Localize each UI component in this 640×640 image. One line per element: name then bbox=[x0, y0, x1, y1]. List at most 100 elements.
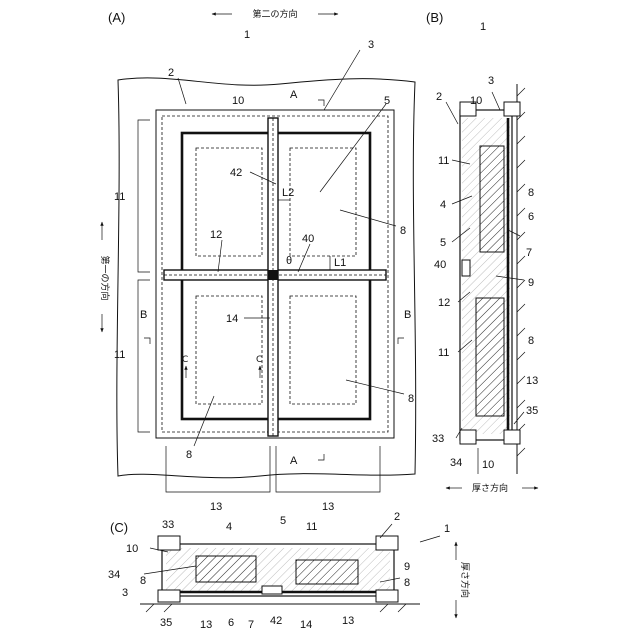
cell-section-right bbox=[296, 560, 358, 584]
ref-c-4: 4 bbox=[226, 521, 232, 533]
panel-label-a: (A) bbox=[108, 10, 125, 25]
leader-b-2 bbox=[446, 102, 458, 124]
section-b-right bbox=[398, 338, 404, 344]
leader-5 bbox=[320, 104, 386, 192]
section-a-bottom bbox=[318, 454, 324, 460]
ref-b-4: 4 bbox=[440, 199, 446, 211]
ref-c-8-right: 8 bbox=[404, 577, 410, 589]
ref-b-33: 33 bbox=[432, 433, 444, 445]
bracket-11-top bbox=[138, 120, 150, 272]
bracket-13-left bbox=[166, 446, 270, 492]
bracket-13-right bbox=[276, 446, 380, 492]
section-label-b-right: B bbox=[404, 309, 411, 321]
leader-2 bbox=[178, 78, 186, 104]
cap-bottom-left bbox=[460, 430, 476, 444]
ref-c-2: 2 bbox=[394, 511, 400, 523]
cap-top-right bbox=[504, 102, 520, 116]
ref-a-8-c: 8 bbox=[186, 449, 192, 461]
ref-c-1: 1 bbox=[444, 523, 450, 535]
ref-a-2: 2 bbox=[168, 67, 174, 79]
ref-a-12: 12 bbox=[210, 229, 222, 241]
panel-a bbox=[102, 14, 416, 492]
dim-l2: L2 bbox=[282, 187, 294, 199]
leader-40 bbox=[298, 244, 310, 272]
cap-c-tr bbox=[376, 536, 398, 550]
cap-bottom-right bbox=[504, 430, 520, 444]
ref-c-10: 10 bbox=[126, 543, 138, 555]
leader-b-35 bbox=[514, 412, 524, 424]
ref-b-1: 1 bbox=[480, 21, 486, 33]
ref-b-8-bottom: 8 bbox=[528, 335, 534, 347]
ref-a-8-a: 8 bbox=[400, 225, 406, 237]
section-a-top bbox=[318, 100, 324, 106]
ref-b-11-top: 11 bbox=[438, 155, 449, 167]
direction-first: 第一の方向 bbox=[99, 255, 111, 300]
direction-second: 第二の方向 bbox=[252, 8, 297, 20]
ref-a-11-top: 11 bbox=[114, 191, 125, 203]
floor-hatch bbox=[146, 604, 406, 612]
panel-label-c: (C) bbox=[110, 520, 128, 535]
ref-a-42: 42 bbox=[230, 167, 242, 179]
leader-c-1 bbox=[420, 536, 440, 542]
cap-c-bl bbox=[158, 590, 180, 602]
leader-8-b bbox=[346, 380, 404, 394]
section-label-c-right: C bbox=[256, 355, 262, 365]
ref-a-13-right: 13 bbox=[322, 501, 334, 513]
ref-c-34: 34 bbox=[108, 569, 120, 581]
cell-side-bottom bbox=[476, 298, 504, 416]
panel-b bbox=[446, 84, 538, 488]
direction-thickness-c: 厚さ方向 bbox=[459, 562, 471, 598]
ref-b-12: 12 bbox=[438, 297, 450, 309]
ref-b-13: 13 bbox=[526, 375, 538, 387]
crossing-40 bbox=[268, 270, 278, 280]
ref-b-5: 5 bbox=[440, 237, 446, 249]
cell-side-top bbox=[480, 146, 504, 252]
wall-hatch bbox=[517, 88, 525, 456]
ref-c-13-left: 13 bbox=[200, 619, 212, 631]
ref-b-10-bottom: 10 bbox=[482, 459, 494, 471]
ref-b-35: 35 bbox=[526, 405, 538, 417]
ref-c-33: 33 bbox=[162, 519, 174, 531]
direction-thickness-b: 厚さ方向 bbox=[472, 482, 508, 494]
ref-b-2: 2 bbox=[436, 91, 442, 103]
section-label-c-left: C bbox=[182, 355, 188, 365]
ref-c-6: 6 bbox=[228, 617, 234, 629]
ref-b-8-top: 8 bbox=[528, 187, 534, 199]
bracket-11-bottom bbox=[138, 280, 150, 432]
ref-c-7: 7 bbox=[248, 619, 254, 631]
ref-b-7: 7 bbox=[526, 247, 532, 259]
ref-b-11-bottom: 11 bbox=[438, 347, 449, 359]
ref-b-3: 3 bbox=[488, 75, 494, 87]
cell-top-right bbox=[290, 148, 356, 256]
ref-c-11: 11 bbox=[306, 521, 317, 533]
ref-b-6: 6 bbox=[528, 211, 534, 223]
ref-a-11-bottom: 11 bbox=[114, 349, 125, 361]
cell-section-left bbox=[196, 556, 256, 582]
ref-c-9: 9 bbox=[404, 561, 410, 573]
ref-c-5: 5 bbox=[280, 515, 286, 527]
ref-a-1: 1 bbox=[244, 29, 250, 41]
section-label-a-top: A bbox=[290, 89, 298, 101]
section-label-a-bottom: A bbox=[290, 455, 298, 467]
cap-c-br bbox=[376, 590, 398, 602]
ref-a-8-b: 8 bbox=[408, 393, 414, 405]
dim-l1: L1 bbox=[334, 257, 346, 269]
ref-a-5: 5 bbox=[384, 95, 390, 107]
ref-c-35: 35 bbox=[160, 617, 172, 629]
cap-c-tl bbox=[158, 536, 180, 550]
ref-c-3: 3 bbox=[122, 587, 128, 599]
ref-a-10: 10 bbox=[232, 95, 244, 107]
tab-40 bbox=[462, 260, 470, 276]
section-label-b-left: B bbox=[140, 309, 147, 321]
ref-b-10-top: 10 bbox=[470, 95, 482, 107]
ref-b-40: 40 bbox=[434, 259, 446, 271]
ref-c-13-right: 13 bbox=[342, 615, 354, 627]
cell-top-left bbox=[196, 148, 262, 256]
ref-a-13-left: 13 bbox=[210, 501, 222, 513]
section-b-left bbox=[144, 338, 150, 344]
ref-a-14: 14 bbox=[226, 313, 238, 325]
ref-b-9: 9 bbox=[528, 277, 534, 289]
panel-label-b: (B) bbox=[426, 10, 443, 25]
ref-b-34: 34 bbox=[450, 457, 462, 469]
